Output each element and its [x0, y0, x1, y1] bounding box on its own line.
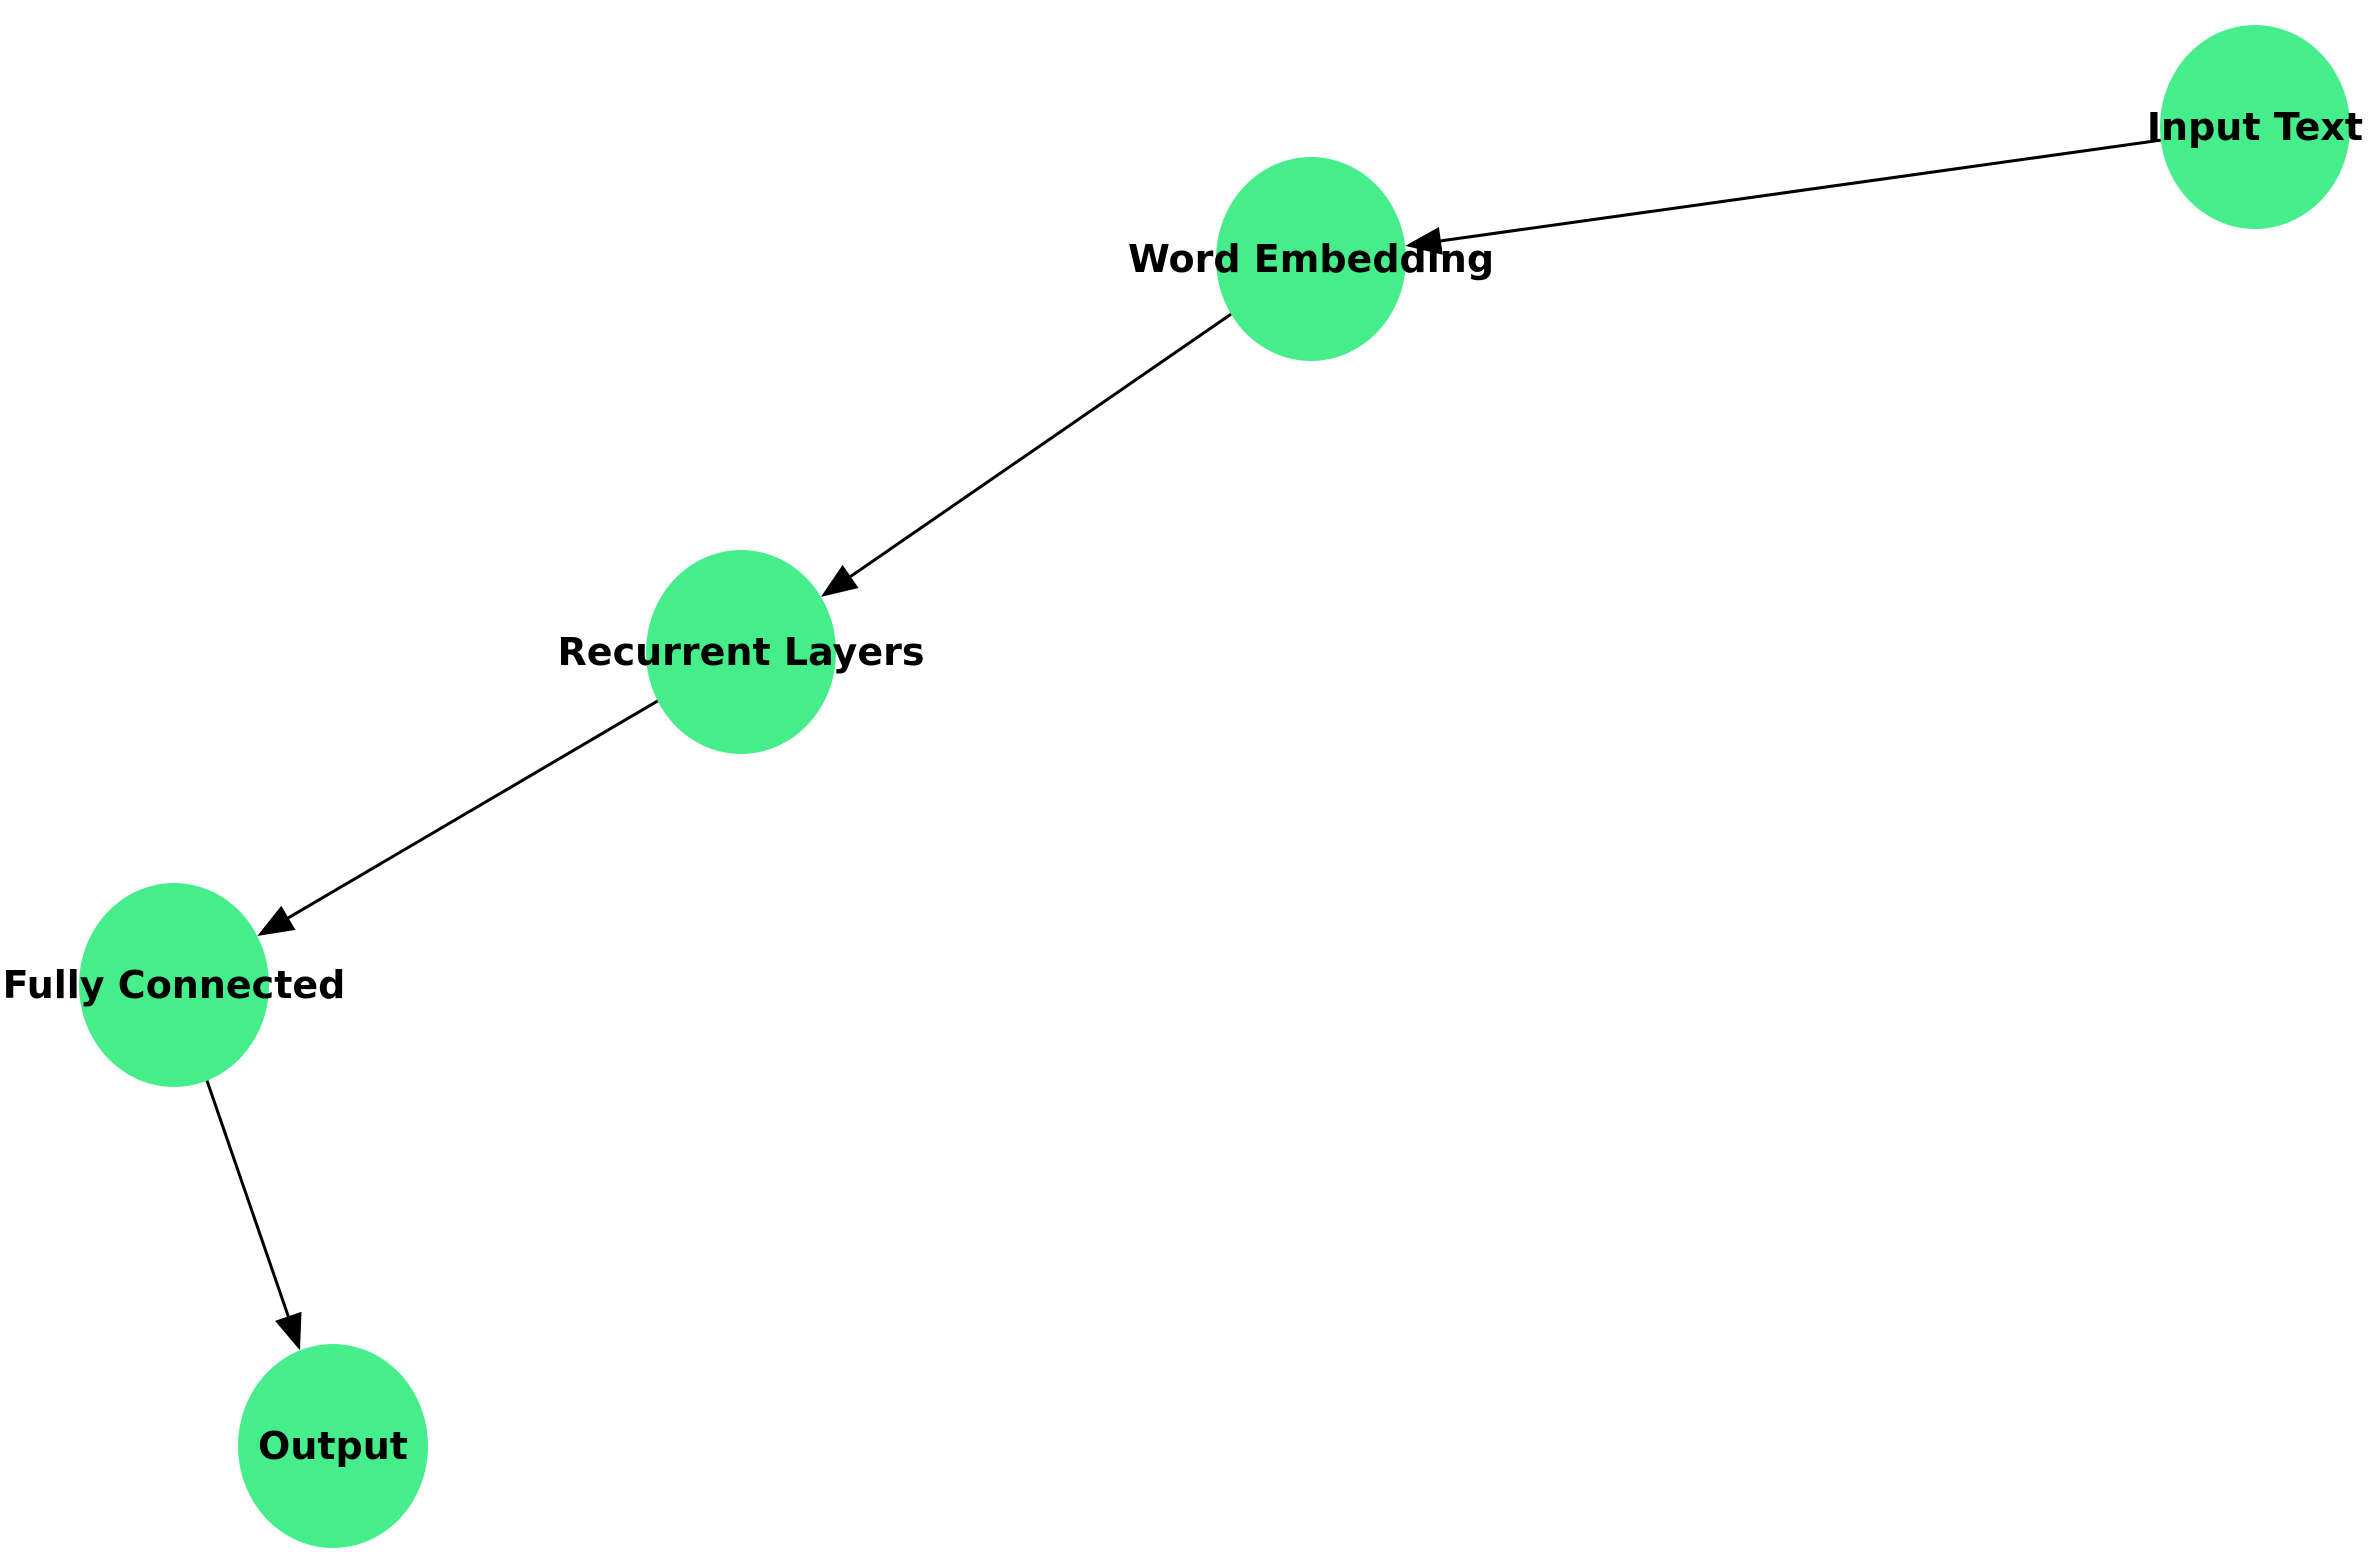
edge-line [287, 699, 659, 920]
arrow-head [275, 1311, 302, 1351]
node-circle [646, 550, 836, 754]
node-label: Output [258, 1424, 408, 1468]
edge-line [205, 1080, 290, 1317]
edge-line [849, 312, 1232, 578]
edge-line [1440, 138, 2162, 243]
node-recurrent-layers: Recurrent Layers [558, 550, 925, 754]
arrow-head [1405, 226, 1443, 255]
edge-word_embedding-to-recurrent_layers [820, 312, 1232, 597]
edge-input_text-to-word_embedding [1405, 138, 2162, 255]
node-circle [2160, 25, 2350, 229]
edge-fully_connected-to-output [205, 1080, 302, 1351]
edges-layer [205, 138, 2162, 1351]
node-fully-connected: Fully Connected [3, 883, 346, 1087]
node-circle [79, 883, 269, 1087]
node-circle [238, 1344, 428, 1548]
node-label: Word Embedding [1128, 237, 1494, 281]
node-label: Input Text [2147, 105, 2363, 149]
node-word-embedding: Word Embedding [1128, 157, 1494, 361]
node-input-text: Input Text [2147, 25, 2363, 229]
node-label: Recurrent Layers [558, 630, 925, 674]
arrow-head [820, 564, 859, 597]
edge-recurrent_layers-to-fully_connected [257, 699, 659, 937]
node-circle [1216, 157, 1406, 361]
node-label: Fully Connected [3, 963, 346, 1007]
arrow-head [257, 905, 296, 937]
node-output: Output [238, 1344, 428, 1548]
